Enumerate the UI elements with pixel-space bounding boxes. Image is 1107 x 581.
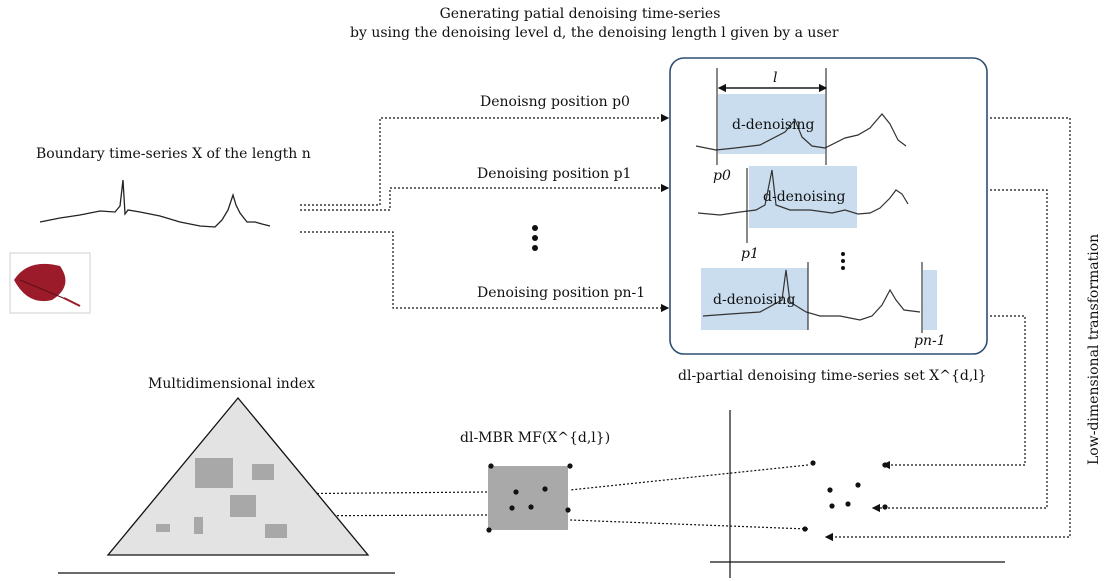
p1-label: p1	[741, 246, 759, 262]
denoise-label-3: d-denoising	[713, 292, 796, 308]
title-line-2: by using the denoising level d, the deno…	[350, 25, 839, 41]
transformed-points	[802, 460, 888, 532]
panel-caption: dl-partial denoising time-series set X^{…	[678, 368, 987, 384]
denoise-label-2: d-denoising	[763, 189, 846, 205]
ellipsis-dots-panel	[841, 252, 845, 270]
boundary-series-line	[39, 179, 271, 228]
ellipsis-dots-left	[532, 225, 538, 251]
mbr-points	[486, 463, 573, 533]
index-label: Multidimensional index	[148, 376, 315, 392]
position-label-p0: Denoisng position p0	[480, 94, 630, 110]
leaf-icon	[9, 252, 91, 314]
mbr-label: dl-MBR MF(X^{d,l})	[460, 430, 611, 446]
denoise-label-1: d-denoising	[732, 117, 815, 133]
boundary-label: Boundary time-series X of the length n	[36, 146, 311, 162]
position-label-pn1: Denoising position pn-1	[477, 285, 646, 301]
title-line-1: Generating patial denoising time-series	[439, 6, 721, 22]
denoise-box-3b	[923, 270, 937, 330]
index-triangle	[106, 396, 370, 556]
mbr-box	[488, 466, 568, 530]
pn1-label: pn-1	[914, 333, 946, 349]
denoise-box-1	[718, 94, 825, 154]
length-label: l	[773, 70, 778, 86]
right-connectors	[824, 117, 1071, 542]
position-label-p1: Denoising position p1	[477, 166, 632, 182]
p0-label: p0	[713, 168, 731, 184]
left-connectors	[300, 113, 670, 313]
index-rects	[156, 458, 287, 538]
